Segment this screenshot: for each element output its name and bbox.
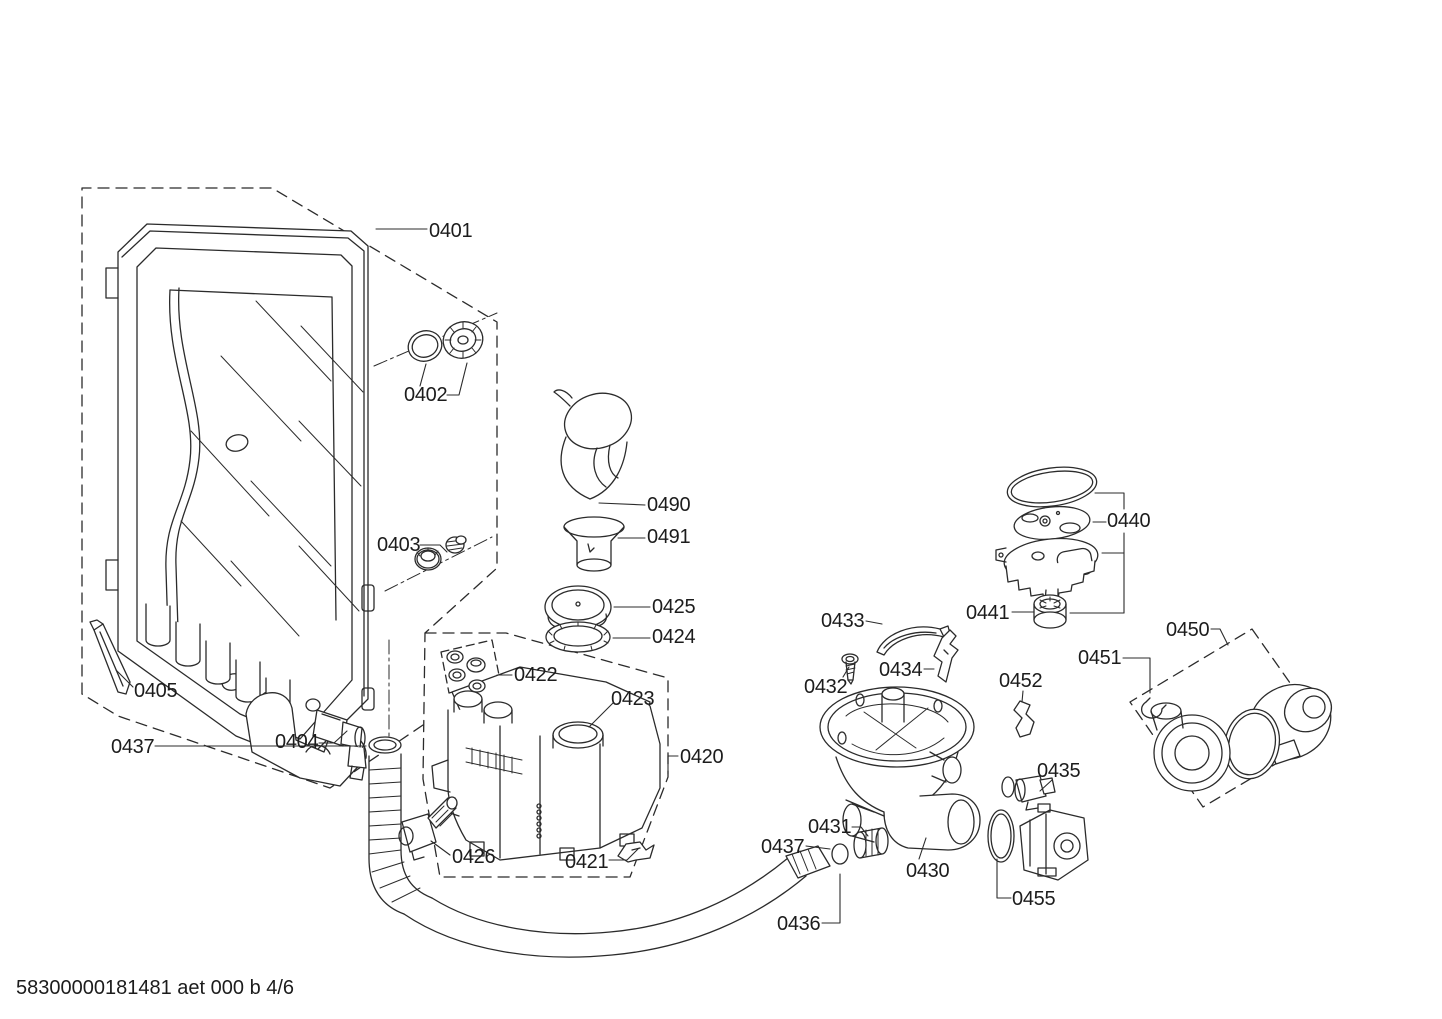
part-label-0440[interactable]: 0440 bbox=[1107, 510, 1151, 532]
part-label-0426[interactable]: 0426 bbox=[452, 846, 496, 868]
inlet-valve-drawing-0404 bbox=[306, 699, 366, 780]
part-label-0430[interactable]: 0430 bbox=[906, 860, 950, 882]
part-label-0434[interactable]: 0434 bbox=[879, 659, 923, 681]
softener-boundary-dashed-outline-0420 bbox=[423, 633, 668, 877]
circulation-pump-drawing-0450-0451 bbox=[1142, 670, 1344, 791]
part-label-0490[interactable]: 0490 bbox=[647, 494, 691, 516]
part-label-0420[interactable]: 0420 bbox=[680, 746, 724, 768]
part-label-0433[interactable]: 0433 bbox=[821, 610, 865, 632]
sensor-drawing-0435 bbox=[1002, 776, 1055, 810]
float-blade-drawing-0405 bbox=[90, 620, 130, 694]
softener-tank-drawing-0420 bbox=[432, 667, 660, 860]
drawing-number-footer: 58300000181481 aet 000 b 4/6 bbox=[16, 977, 295, 999]
cup-drawing-0491 bbox=[564, 517, 624, 571]
part-label-0403[interactable]: 0403 bbox=[377, 534, 421, 556]
ring-drawing-0424 bbox=[546, 622, 610, 652]
tub-boundary-dashed-outline-0401 bbox=[82, 188, 497, 788]
grommet-plug-drawing-0403 bbox=[415, 536, 466, 570]
leader-lines bbox=[116, 229, 1228, 923]
part-label-0441[interactable]: 0441 bbox=[966, 602, 1010, 624]
part-label-0491[interactable]: 0491 bbox=[647, 526, 691, 548]
part-label-0405[interactable]: 0405 bbox=[134, 680, 178, 702]
part-label-0452[interactable]: 0452 bbox=[999, 670, 1043, 692]
part-label-0425[interactable]: 0425 bbox=[652, 596, 696, 618]
coupling-drawing-0431 bbox=[854, 828, 888, 858]
drain-pump-drawing-0455 bbox=[988, 804, 1088, 880]
valve-drawing-0426 bbox=[399, 797, 457, 860]
seal-kit-drawing-0422 bbox=[447, 651, 485, 692]
drain-hose-drawing-0436-0437 bbox=[369, 737, 848, 957]
seal-ring-drawing-0402 bbox=[404, 316, 488, 366]
part-label-0422[interactable]: 0422 bbox=[514, 664, 558, 686]
part-label-0437-hose-top[interactable]: 0437 bbox=[111, 736, 155, 758]
part-label-0437-hose-end[interactable]: 0437 bbox=[761, 836, 805, 858]
part-label-0451[interactable]: 0451 bbox=[1078, 647, 1122, 669]
part-label-0431[interactable]: 0431 bbox=[808, 816, 852, 838]
micro-filter-drawing-0441 bbox=[1034, 595, 1066, 628]
part-label-0435[interactable]: 0435 bbox=[1037, 760, 1081, 782]
tub-panel-drawing-0401 bbox=[106, 224, 374, 786]
part-label-0432[interactable]: 0432 bbox=[804, 676, 848, 698]
filter-assembly-drawing-0440 bbox=[996, 462, 1100, 617]
pump-boundary-dashed-outline-0450 bbox=[1130, 629, 1326, 807]
part-label-0455[interactable]: 0455 bbox=[1012, 888, 1056, 910]
screw-drawing-0432 bbox=[842, 654, 858, 684]
part-label-0404[interactable]: 0404 bbox=[275, 731, 319, 753]
funnel-drawing-0490 bbox=[554, 385, 639, 499]
part-label-0450[interactable]: 0450 bbox=[1166, 619, 1210, 641]
sump-drawing-0430 bbox=[820, 687, 980, 850]
part-label-0421[interactable]: 0421 bbox=[565, 851, 609, 873]
part-label-0424[interactable]: 0424 bbox=[652, 626, 696, 648]
clip-drawing-0434 bbox=[934, 630, 958, 682]
part-label-0436[interactable]: 0436 bbox=[777, 913, 821, 935]
part-label-0401[interactable]: 0401 bbox=[429, 220, 473, 242]
part-label-0423[interactable]: 0423 bbox=[611, 688, 655, 710]
clip-drawing-0421 bbox=[618, 842, 654, 862]
part-label-0402[interactable]: 0402 bbox=[404, 384, 448, 406]
clip-drawing-0452 bbox=[1014, 701, 1034, 737]
